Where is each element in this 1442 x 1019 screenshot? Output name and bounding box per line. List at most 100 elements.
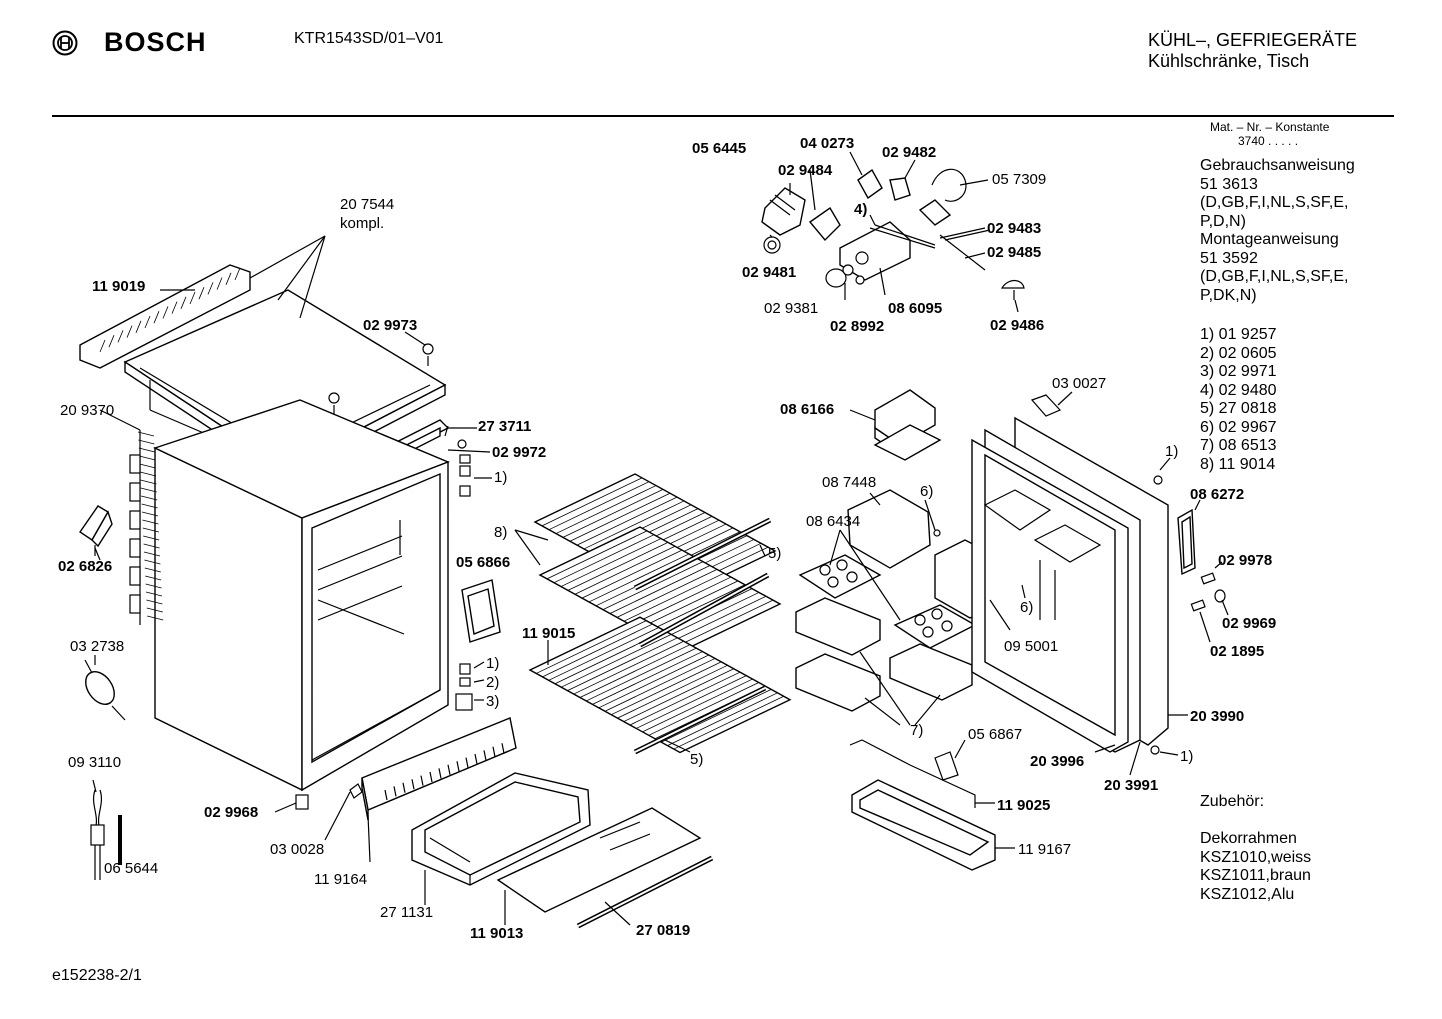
ventilation-grill <box>361 717 517 821</box>
part-label: 05 6867 <box>968 726 1022 743</box>
part-label: 1) <box>486 655 499 672</box>
part-label: 3) <box>486 693 499 710</box>
part-label: 27 1131 <box>380 904 433 921</box>
part-label: 03 2738 <box>70 638 124 655</box>
door-handle <box>1177 508 1196 576</box>
part-label: 4) <box>854 201 867 218</box>
accessory-line: KSZ1010,weiss <box>1200 848 1312 866</box>
part-label: 1) <box>1165 443 1178 460</box>
doc-line: (D,GB,F,I,NL,S,SF,E, <box>1200 268 1349 285</box>
part-label: 1) <box>494 469 507 486</box>
part-label: 8) <box>494 524 507 541</box>
brand-name: BOSCH <box>104 27 207 57</box>
thermostat-assembly <box>761 168 1025 300</box>
part-label: 11 9015 <box>522 625 575 642</box>
part-label: 6) <box>1020 599 1033 616</box>
part-label: 03 0028 <box>270 841 324 858</box>
model-number: KTR1543SD/01–V01 <box>294 30 444 47</box>
header-divider <box>52 115 1394 117</box>
part-label: 20 3996 <box>1030 753 1084 770</box>
part-label: 02 9484 <box>778 162 833 179</box>
footnote: 5) 27 0818 <box>1200 400 1277 417</box>
mounting-plate <box>461 579 501 643</box>
part-label: 20 3990 <box>1190 708 1244 725</box>
part-label: 08 6166 <box>780 401 834 418</box>
documentation-list: Gebrauchsanweisung 51 3613 (D,GB,F,I,NL,… <box>1200 157 1355 305</box>
part-label: 02 8992 <box>830 318 884 335</box>
door-screws <box>1150 475 1226 755</box>
part-label: 02 9485 <box>987 244 1041 261</box>
accessory-line: Dekorrahmen <box>1200 830 1297 847</box>
part-label: 02 9481 <box>742 264 796 281</box>
part-label: 02 9483 <box>987 220 1041 237</box>
part-label: 05 6445 <box>692 140 746 157</box>
fridge-cabinet <box>153 399 450 792</box>
accessory-line: KSZ1012,Alu <box>1200 885 1295 903</box>
doc-line: 51 3613 <box>1200 175 1258 193</box>
part-label: 09 5001 <box>1004 638 1058 655</box>
part-label: 20 9370 <box>60 402 114 419</box>
drawing-reference: e152238-2/1 <box>52 967 142 984</box>
part-label: 02 1895 <box>1210 643 1264 660</box>
grill-clip <box>349 783 363 799</box>
glass-plate <box>496 807 702 913</box>
part-label: 02 9972 <box>492 444 546 461</box>
part-label: 11 9167 <box>1018 841 1071 858</box>
part-label: 1) <box>1180 748 1193 765</box>
light-cover <box>84 659 126 721</box>
small-fittings <box>295 439 492 810</box>
part-label: 05 6866 <box>456 554 510 571</box>
footnote: 3) 02 9971 <box>1200 363 1277 380</box>
footnote-list: 1) 01 9257 2) 02 0605 3) 02 9971 4) 02 9… <box>1200 326 1277 474</box>
part-label: 11 9164 <box>314 871 367 888</box>
glass-profile <box>576 855 714 929</box>
cover-screw <box>328 331 434 415</box>
accessories-list: Zubehör: Dekorrahmen KSZ1010,weiss KSZ10… <box>1200 793 1311 904</box>
part-label: 2) <box>486 674 499 691</box>
doc-line: P,DK,N) <box>1200 286 1257 304</box>
condenser-grid <box>129 430 164 625</box>
part-label: 5) <box>768 545 781 562</box>
part-label: 02 9968 <box>204 804 258 821</box>
shelf-profiles <box>633 517 772 755</box>
footnote: 4) 02 9480 <box>1200 381 1277 399</box>
part-label: 11 9025 <box>997 797 1050 814</box>
part-label: 5) <box>690 751 703 768</box>
part-label: 08 7448 <box>822 474 876 491</box>
part-label: 6) <box>920 483 933 500</box>
material-constant: Mat. – Nr. – Konstante 3740 . . . . . <box>1210 120 1329 148</box>
part-labels: 20 7544 kompl. 11 9019 02 9973 20 9370 2… <box>58 135 1276 942</box>
doc-line: (D,GB,F,I,NL,S,SF,E, <box>1200 194 1349 211</box>
doc-line: Gebrauchsanweisung <box>1200 157 1355 174</box>
bosch-logo-icon <box>52 30 78 56</box>
fridge-door <box>971 416 1169 753</box>
part-label: 11 9013 <box>470 925 523 942</box>
category-title: KÜHL–, GEFRIEGERÄTE <box>1148 30 1358 50</box>
doc-line: P,D,N) <box>1200 212 1246 230</box>
hinge-part <box>79 505 113 556</box>
evaporator-door <box>873 389 1062 461</box>
bottle-stop <box>849 739 976 808</box>
part-label: 06 5644 <box>104 860 158 877</box>
footnote: 1) 01 9257 <box>1200 326 1277 343</box>
footnote: 2) 02 0605 <box>1200 344 1277 362</box>
doc-line: Montageanweisung <box>1200 231 1339 248</box>
part-label: 08 6095 <box>888 300 942 317</box>
part-label: 08 6434 <box>806 513 860 530</box>
part-label: 02 9486 <box>990 317 1044 334</box>
footnote: 7) 08 6513 <box>1200 437 1277 454</box>
crisper-drawer <box>411 772 591 886</box>
material-constant-value: 3740 . . . . . <box>1238 134 1299 148</box>
sensor-cable <box>90 779 122 880</box>
butter-tray <box>795 597 973 712</box>
part-label: 08 6272 <box>1190 486 1244 503</box>
category-subtitle: Kühlschränke, Tisch <box>1148 51 1310 71</box>
material-constant-label: Mat. – Nr. – Konstante <box>1210 120 1330 134</box>
part-label: 02 9973 <box>363 317 417 334</box>
leader-lines <box>94 151 1229 926</box>
part-label: 20 7544 <box>340 196 394 213</box>
part-label: 02 9482 <box>882 144 936 161</box>
part-label: 04 0273 <box>800 135 854 152</box>
footnote: 6) 02 9967 <box>1200 418 1277 436</box>
